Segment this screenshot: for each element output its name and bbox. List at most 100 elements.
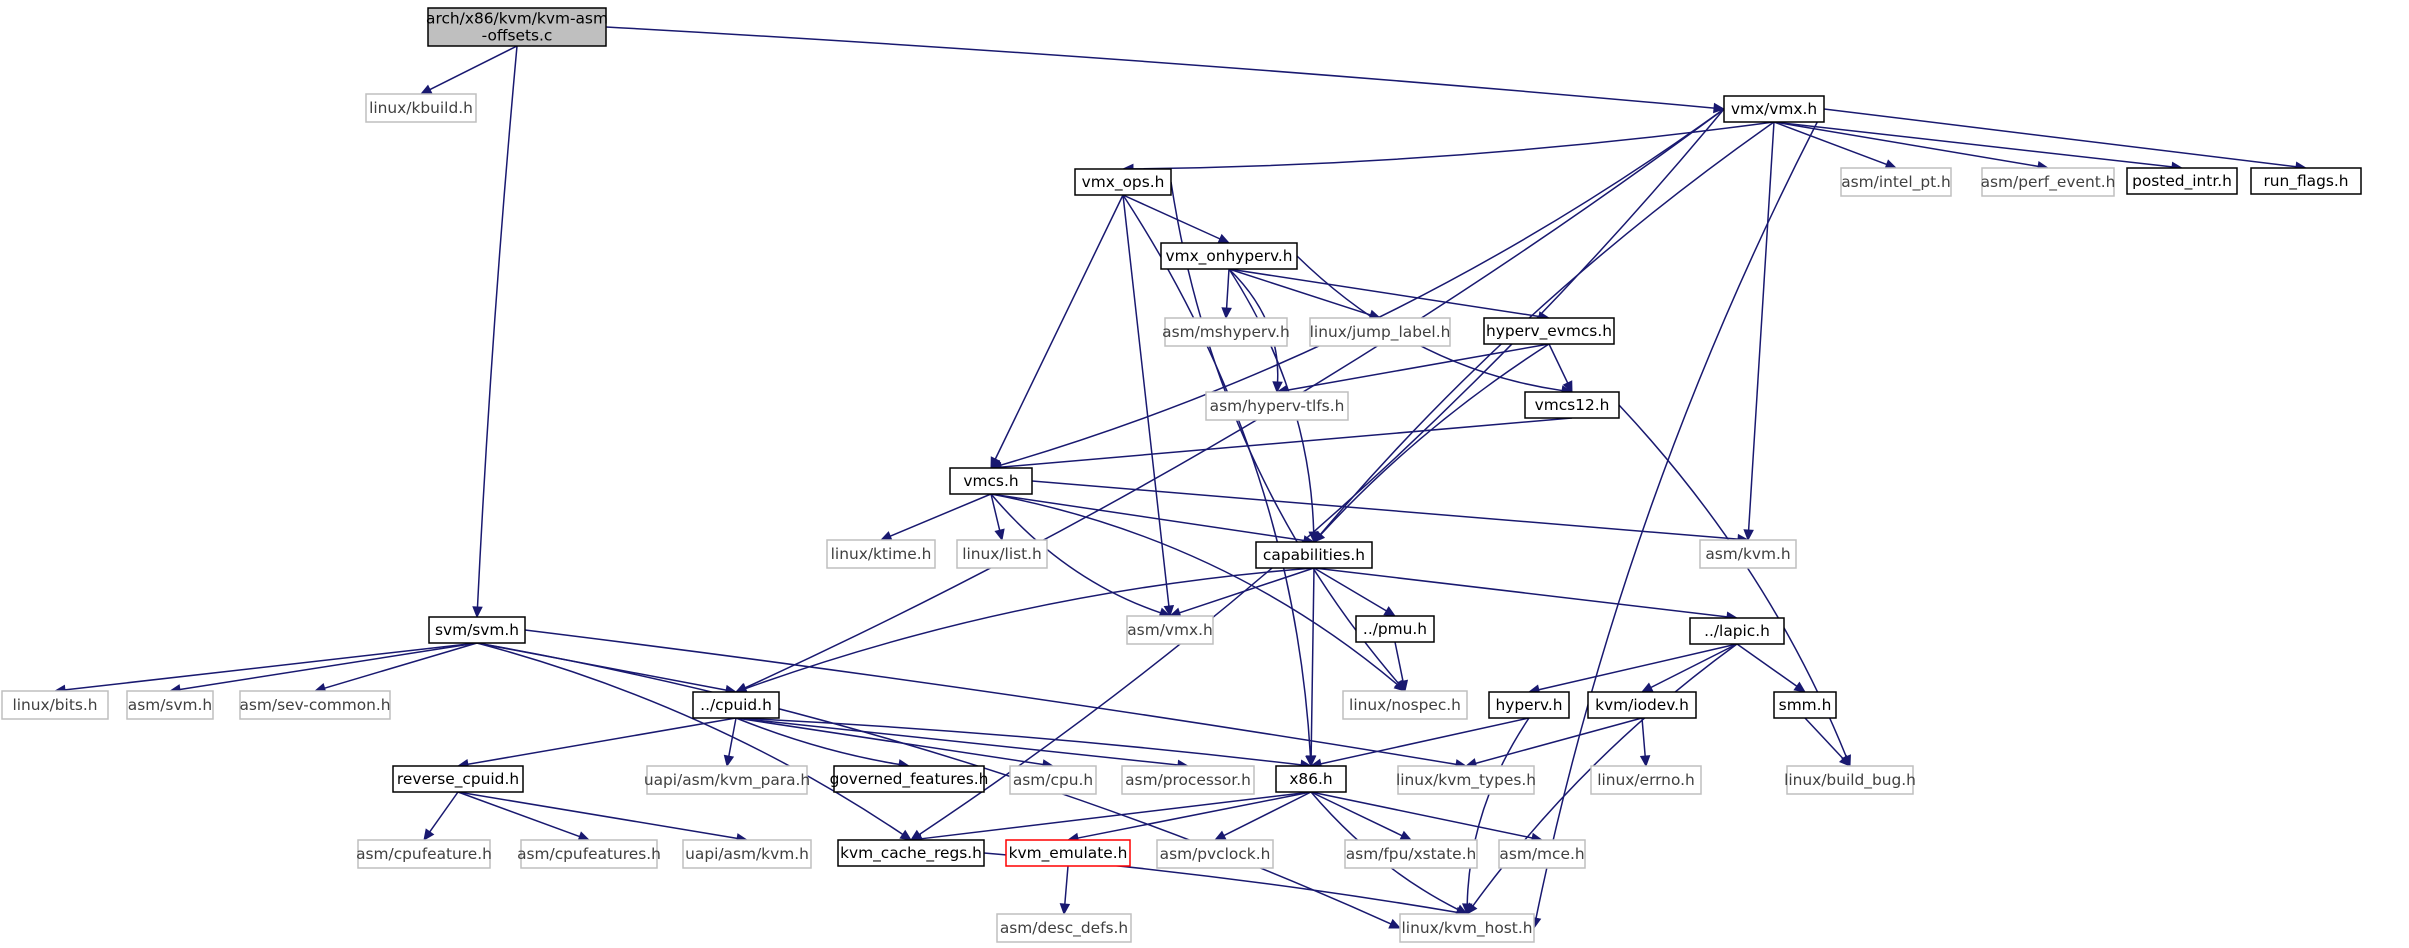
node-reverse_cpuid[interactable]: reverse_cpuid.h (392, 765, 524, 793)
node-posted_intr[interactable]: posted_intr.h (2126, 167, 2238, 195)
edge-cpuid-to-governed (735, 717, 911, 770)
edge-line (1310, 791, 1403, 837)
edge-vmx-to-run_flags (1823, 108, 2308, 172)
edge-line (1650, 643, 1738, 689)
edge-vmx_ops-to-vmcs (990, 194, 1124, 470)
edge-arrowhead (899, 829, 913, 841)
edge-arrowhead (1461, 903, 1473, 916)
node-label: kvm/iodev.h (1595, 696, 1689, 714)
node-hyperv[interactable]: hyperv.h (1488, 691, 1570, 719)
node-root[interactable]: arch/x86/kvm/kvm-asm-offsets.c (426, 7, 608, 47)
node-list: linux/list.h (956, 539, 1048, 569)
edge-svm-to-kvm_types (524, 629, 1468, 770)
node-nospec: linux/nospec.h (1342, 690, 1468, 720)
node-svm[interactable]: svm/svm.h (428, 616, 526, 644)
node-label: asm/cpu.h (1013, 771, 1093, 789)
edge-vmcs12-to-vmcs (989, 417, 1573, 473)
edge-vmx_ops-to-asm_vmx (1122, 194, 1175, 618)
node-uapi_kvm: uapi/asm/kvm.h (682, 839, 812, 869)
edge-line (990, 493, 1398, 686)
node-box (1840, 167, 1952, 197)
edge-arrowhead (1397, 679, 1409, 693)
edge-reverse_cpuid-to-uapi_kvm (457, 791, 749, 844)
node-box (239, 690, 391, 720)
node-label: ../lapic.h (1704, 622, 1770, 640)
node-box (1498, 839, 1586, 869)
node-label: governed_features.h (830, 770, 989, 789)
edge-arrowhead (1743, 529, 1754, 542)
node-cpufeature: asm/cpufeature.h (356, 839, 492, 869)
node-label: hyperv.h (1496, 696, 1563, 714)
edge-line (1535, 108, 1825, 919)
node-box (1005, 839, 1131, 867)
node-vmx_onhyperv[interactable]: vmx_onhyperv.h (1160, 242, 1298, 270)
node-box (1689, 617, 1785, 645)
edge-pmu-to-nospec (1394, 641, 1409, 693)
node-lapic[interactable]: ../lapic.h (1689, 617, 1785, 645)
node-box (1699, 539, 1797, 569)
edge-arrowhead (1213, 830, 1227, 841)
node-smm[interactable]: smm.h (1773, 691, 1837, 719)
edge-capabilities-to-cpuid (734, 567, 1315, 694)
node-box (1009, 765, 1097, 795)
node-label: ../cpuid.h (700, 696, 772, 714)
edge-line (1823, 108, 2297, 168)
node-cache_regs[interactable]: kvm_cache_regs.h (837, 839, 985, 867)
edge-line (324, 642, 478, 689)
node-box (1342, 690, 1468, 720)
node-vmcs[interactable]: vmcs.h (949, 467, 1033, 495)
node-box (1773, 691, 1837, 719)
node-box (1488, 691, 1570, 719)
node-iodev[interactable]: kvm/iodev.h (1587, 691, 1697, 719)
node-label: linux/ktime.h (831, 545, 932, 563)
edge-smm-to-build_bug (1804, 717, 1851, 767)
edge-root-to-svm (472, 45, 518, 619)
node-governed[interactable]: governed_features.h (830, 765, 989, 793)
node-cpuid[interactable]: ../cpuid.h (692, 691, 780, 719)
edge-lapic-to-hyperv (1527, 643, 1738, 695)
edge-line (1548, 343, 1569, 384)
edge-line (735, 717, 1179, 766)
node-box (692, 691, 780, 719)
edge-hyperv_evmcs-to-hyperv_tlfs (1275, 343, 1550, 396)
node-hyperv_evmcs[interactable]: hyperv_evmcs.h (1483, 317, 1615, 345)
edge-line (889, 493, 992, 537)
edge-vmx-to-posted_intr (1773, 121, 2184, 173)
edge-arrowhead (1838, 754, 1851, 767)
edge-line (1773, 121, 2173, 168)
edge-line (1773, 121, 1887, 166)
node-pmu[interactable]: ../pmu.h (1355, 615, 1435, 643)
node-vmcs12[interactable]: vmcs12.h (1524, 391, 1620, 419)
edge-arrowhead (1383, 606, 1397, 617)
edge-arrowhead (1221, 307, 1232, 320)
node-label: asm/desc_defs.h (1000, 919, 1128, 938)
edge-hyperv_evmcs-to-vmcs12 (1548, 343, 1573, 394)
edge-hyperv-to-kvm_host (1461, 717, 1530, 916)
node-vmx[interactable]: vmx/vmx.h (1723, 95, 1825, 123)
node-label: uapi/asm/kvm_para.h (644, 771, 810, 790)
node-vmx_ops[interactable]: vmx_ops.h (1074, 168, 1172, 196)
edge-arrowhead (472, 606, 483, 619)
node-label: linux/nospec.h (1349, 696, 1461, 714)
node-capabilities[interactable]: capabilities.h (1255, 541, 1373, 569)
node-run_flags[interactable]: run_flags.h (2250, 167, 2362, 195)
edge-line (1132, 121, 1775, 170)
node-label: smm.h (1779, 696, 1832, 714)
node-label: linux/build_bug.h (1784, 771, 1916, 790)
edge-reverse_cpuid-to-cpufeature (423, 791, 459, 841)
node-label: ../pmu.h (1363, 620, 1427, 638)
node-emulate[interactable]: kvm_emulate.h (1005, 839, 1131, 867)
edge-reverse_cpuid-to-cpufeatures (457, 791, 591, 842)
edge-x86-to-mce (1310, 791, 1544, 844)
node-box (1074, 168, 1172, 196)
edge-line (1313, 567, 1728, 618)
node-label: reverse_cpuid.h (397, 770, 519, 789)
node-x86[interactable]: x86.h (1275, 765, 1347, 793)
edge-cpuid-to-kvm_para (723, 717, 737, 768)
node-box (996, 913, 1132, 943)
node-box (2126, 167, 2238, 195)
node-label: linux/errno.h (1597, 771, 1694, 789)
node-ktime: linux/ktime.h (826, 539, 936, 569)
node-box (826, 539, 936, 569)
